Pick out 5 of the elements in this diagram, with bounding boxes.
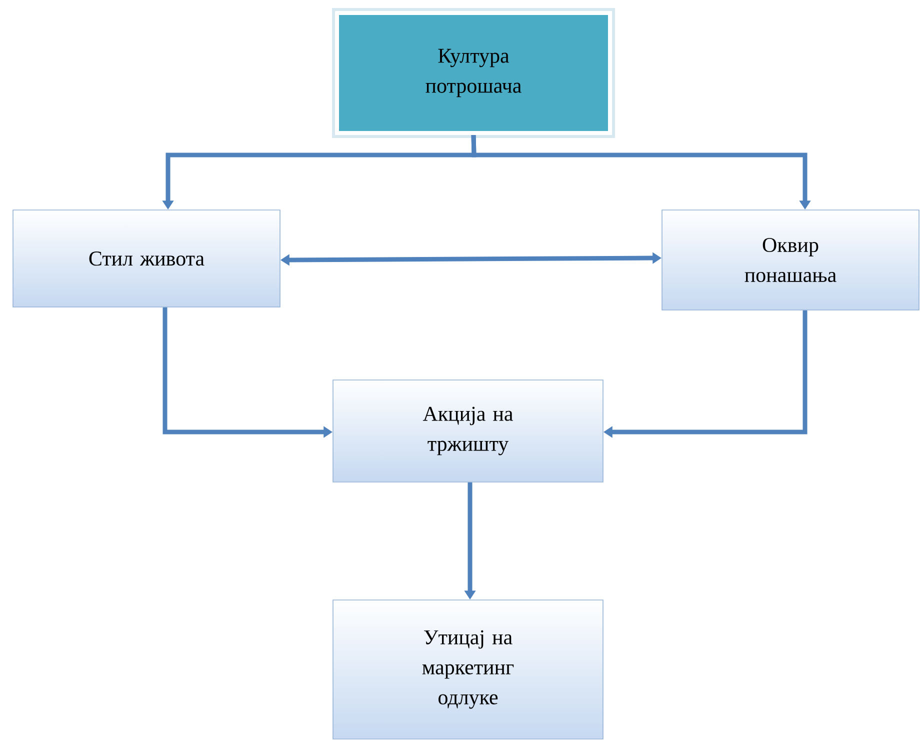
process-box: Стил живота <box>12 210 280 308</box>
process-box: Култура потрошача <box>335 11 612 135</box>
process-box: Утицај на маркетинг одлуке <box>332 600 604 740</box>
process-box: Оквир понашања <box>662 210 920 310</box>
process-box: Акција на тржишту <box>332 380 604 482</box>
